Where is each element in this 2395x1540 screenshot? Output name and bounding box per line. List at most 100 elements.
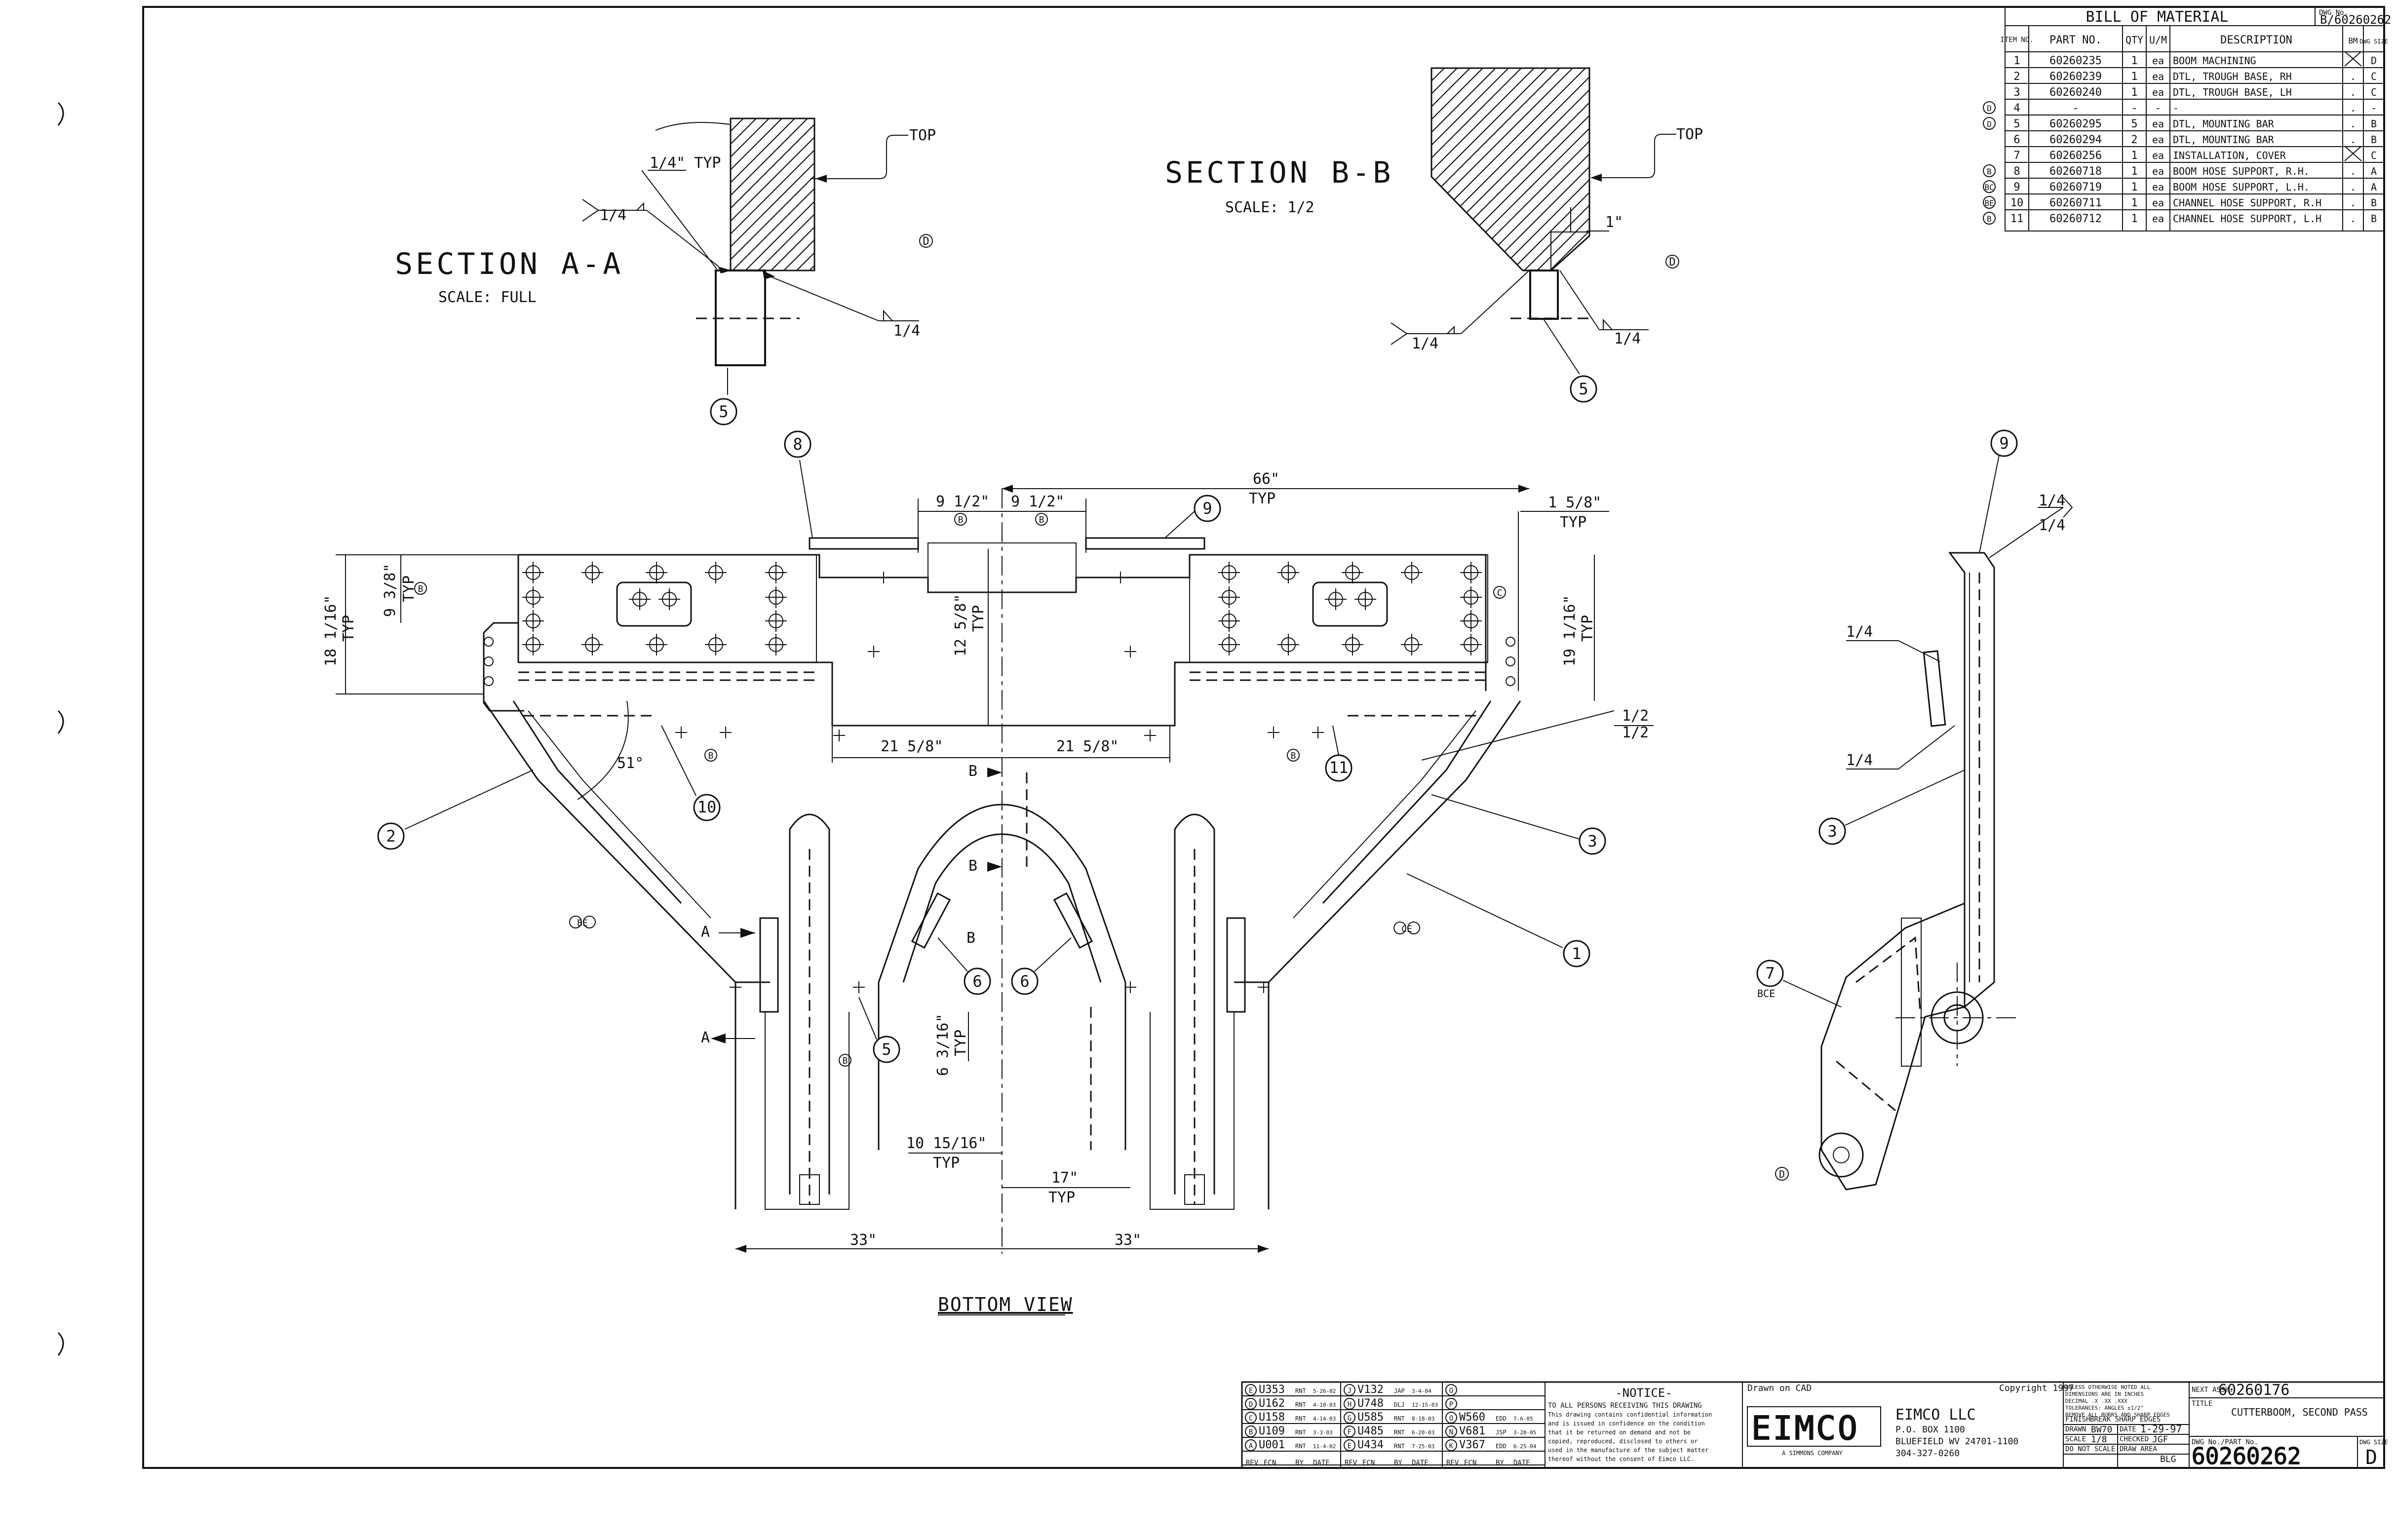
dwg-size-value: D xyxy=(2365,1446,2377,1469)
svg-text:RNT: RNT xyxy=(1295,1387,1306,1394)
eimco-logo-box xyxy=(1747,1406,1881,1447)
right-trough xyxy=(1234,700,1521,983)
bolt-hole-icon xyxy=(629,588,651,610)
svg-text:5: 5 xyxy=(882,1040,891,1059)
svg-text:1/4: 1/4 xyxy=(2039,517,2065,534)
bom-part: - xyxy=(2072,102,2079,115)
date-label: DATE xyxy=(2120,1425,2136,1433)
bom-um: ea xyxy=(2152,55,2164,67)
center-mark-icon xyxy=(1124,981,1136,993)
title-note: TOLERANCES: ANGLES ±1/2° xyxy=(2065,1405,2144,1411)
svg-text:B: B xyxy=(968,763,977,780)
finish-label: FINISH xyxy=(2065,1416,2090,1424)
bom-item: 5 xyxy=(2013,118,2020,130)
revision-header: DATE xyxy=(1412,1459,1429,1467)
bom-rev-mark: BC xyxy=(1984,183,1994,192)
svg-text:19 1/16": 19 1/16" xyxy=(1561,595,1579,667)
svg-text:2: 2 xyxy=(386,827,395,846)
bom-qty: 1 xyxy=(2131,197,2137,209)
bom-desc: BOOM HOSE SUPPORT, L.H. xyxy=(2173,181,2310,193)
svg-text:A: A xyxy=(1249,1442,1253,1450)
revision-row: P xyxy=(1445,1398,1457,1410)
svg-text:11: 11 xyxy=(1329,758,1349,777)
svg-text:3: 3 xyxy=(1827,822,1837,841)
center-mark-icon xyxy=(1268,727,1279,738)
svg-text:U485: U485 xyxy=(1357,1425,1384,1437)
svg-text:17": 17" xyxy=(1051,1169,1078,1187)
bom-bm: . xyxy=(2350,197,2356,209)
svg-text:N: N xyxy=(1449,1428,1453,1436)
bom-item: 4 xyxy=(2013,102,2020,115)
svg-text:O: O xyxy=(1449,1415,1453,1423)
section-aa-top-label: TOP xyxy=(909,127,936,144)
bom-size: A xyxy=(2371,181,2377,193)
notice-line: copied, reproduced, disclosed to others … xyxy=(1548,1438,1698,1445)
svg-text:B: B xyxy=(968,857,977,875)
svg-text:B: B xyxy=(958,515,964,525)
bom-qty: 5 xyxy=(2131,118,2137,130)
svg-text:9 1/2": 9 1/2" xyxy=(936,493,989,510)
draw-area-value: BLG xyxy=(2160,1454,2176,1464)
bom-bm: . xyxy=(2350,102,2356,114)
svg-text:RNT: RNT xyxy=(1295,1429,1306,1436)
svg-text:F: F xyxy=(1348,1428,1352,1436)
bolt-hole-icon xyxy=(705,634,727,655)
svg-text:21 5/8": 21 5/8" xyxy=(881,738,943,755)
bolt-holes xyxy=(484,562,1515,686)
svg-text:TYP: TYP xyxy=(1560,514,1586,531)
svg-text:RNT: RNT xyxy=(1394,1415,1405,1422)
svg-text:EDD: EDD xyxy=(1496,1415,1507,1422)
svg-text:D: D xyxy=(1779,1168,1785,1180)
bom-part: 60260711 xyxy=(2049,197,2102,209)
right-leg xyxy=(1150,813,1246,1210)
bom-qty: 1 xyxy=(2131,71,2137,83)
bom-qty: 1 xyxy=(2131,181,2137,193)
center-mark-icon xyxy=(720,727,732,738)
svg-text:A: A xyxy=(701,924,710,941)
notice-line: TO ALL PERSONS RECEIVING THIS DRAWING xyxy=(1548,1402,1702,1410)
bom-desc: DTL, TROUGH BASE, RH xyxy=(2173,71,2292,82)
center-mark-icon xyxy=(1258,981,1270,993)
bom-dwg-label: DWG No. xyxy=(2319,9,2348,17)
notice-line: used in the manufacture of the subject m… xyxy=(1548,1447,1708,1454)
svg-text:U158: U158 xyxy=(1259,1411,1285,1424)
bom-qty: 1 xyxy=(2131,150,2137,162)
section-aa-scale: SCALE: FULL xyxy=(438,289,537,306)
svg-text:B: B xyxy=(418,584,424,594)
bom-rev-mark: D xyxy=(1987,119,1992,129)
bom-size: A xyxy=(2371,165,2377,177)
center-mark-icon xyxy=(868,646,880,657)
bom-um: ea xyxy=(2152,181,2164,193)
bom-item: 6 xyxy=(2013,134,2020,146)
svg-text:U109: U109 xyxy=(1259,1425,1285,1437)
svg-text:9: 9 xyxy=(1202,499,1212,518)
svg-text:TYP: TYP xyxy=(970,605,987,632)
revision-header: DATE xyxy=(1513,1459,1530,1467)
svg-text:1/4: 1/4 xyxy=(1846,752,1873,769)
revision-header: BY xyxy=(1295,1459,1304,1467)
finish-value: BREAK SHARP EDGES xyxy=(2090,1416,2161,1424)
bolt-hole-icon xyxy=(1218,610,1240,632)
svg-text:1/4: 1/4 xyxy=(2039,492,2065,509)
svg-text:10 15/16": 10 15/16" xyxy=(906,1135,987,1152)
svg-text:7-6-05: 7-6-05 xyxy=(1513,1416,1533,1422)
notice-line: that it be returned on demand and not be xyxy=(1548,1429,1691,1436)
bom-part: 60260712 xyxy=(2049,213,2102,225)
bolt-hole-icon xyxy=(1325,588,1347,610)
dim-9-3-8: 9 3/8" TYP B xyxy=(382,555,427,623)
svg-text:CE: CE xyxy=(1401,924,1412,934)
svg-text:B: B xyxy=(1249,1428,1253,1436)
item-1-bubble: 1 xyxy=(1563,940,1590,967)
bom-desc: DTL, TROUGH BASE, LH xyxy=(2173,86,2292,98)
svg-text:3-20-05: 3-20-05 xyxy=(1513,1429,1536,1436)
item-10-bubble: 10 xyxy=(693,794,721,821)
